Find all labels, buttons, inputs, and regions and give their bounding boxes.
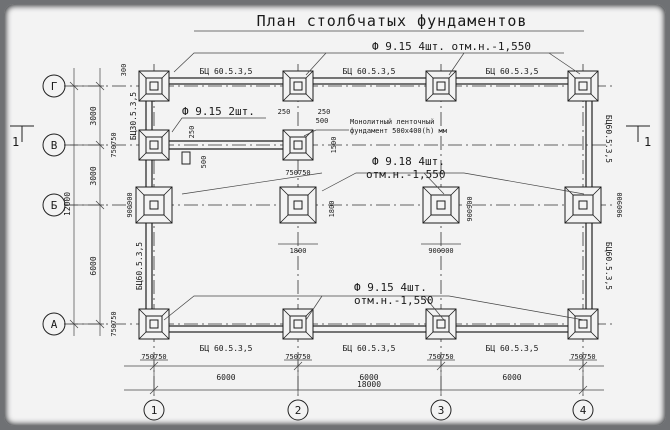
axis-label-b: Б — [51, 199, 58, 212]
callout-mid-right-2: отм.н.-1,550 — [366, 168, 445, 181]
footing-a-4 — [567, 308, 599, 340]
footing-v-1 — [138, 129, 170, 161]
footing-a-3 — [425, 308, 457, 340]
axis-label-v: В — [51, 139, 58, 152]
dimension-chain-bottom — [124, 361, 604, 395]
dim-750-4: 750750 — [570, 353, 595, 361]
section-label-right: 1 — [644, 135, 651, 149]
dim-bottom-total: 18000 — [357, 380, 381, 389]
axis-label-2: 2 — [295, 404, 302, 417]
beam-label-bottom-3: БЦ 60.5.3,5 — [486, 344, 539, 353]
axis-label-1: 1 — [151, 404, 158, 417]
dim-left-3000-1: 3000 — [89, 106, 98, 125]
dim-left-6000: 6000 — [89, 256, 98, 275]
dim-750-2: 750750 — [285, 353, 310, 361]
page-title: План столбчатых фундаментов — [257, 12, 528, 30]
beam-label-right-bottom: БЦ60.5.3,5 — [604, 242, 613, 290]
axis-bubble-4 — [572, 399, 594, 421]
footing-g-1 — [138, 70, 170, 102]
axis-bubbles-letters: Г В Б А — [42, 74, 66, 336]
dim-500-left: 500 — [200, 156, 208, 169]
callout-leaders — [163, 52, 585, 321]
callout-top: Ф 9.15 4шт. отм.н.-1,550 — [372, 40, 531, 53]
dim-bottom-6000-2: 6000 — [359, 373, 378, 382]
dim-1800-h: 1800 — [290, 247, 307, 255]
beam-label-left-bottom: БЦ60.5.3,5 — [135, 242, 144, 290]
footings — [135, 70, 602, 340]
dim-250-top-2: 250 — [318, 108, 331, 116]
axis-label-g: Г — [51, 80, 58, 93]
strip-note-2: фундамент 500х400(h) мм — [350, 127, 448, 135]
dim-250-top-1: 250 — [278, 108, 291, 116]
dim-1800-v: 1800 — [328, 201, 336, 218]
dim-750-left-a: 750750 — [110, 311, 118, 336]
footing-a-1 — [138, 308, 170, 340]
callout-mid-right-1: Ф 9.18 4шт. — [372, 155, 445, 168]
axis-label-a: А — [51, 318, 58, 331]
footing-v-2 — [282, 129, 314, 161]
strip-marker — [181, 151, 191, 165]
drawing-sheet: План столбчатых фундаментов Г — [4, 4, 666, 426]
dim-900-col3: 900900 — [466, 196, 474, 221]
dim-500-top: 500 — [316, 117, 329, 125]
axis-bubble-a — [42, 312, 66, 336]
dim-900-h: 900900 — [428, 247, 453, 255]
dim-left-top: 300 — [120, 64, 128, 77]
dim-bottom-6000-3: 6000 — [502, 373, 521, 382]
axis-bubble-2 — [287, 399, 309, 421]
axis-bubble-v — [42, 133, 66, 157]
strip-note-1: Монолитный ленточный — [350, 118, 434, 126]
axis-bubbles-numbers: 1 2 3 4 — [143, 399, 594, 421]
axis-label-4: 4 — [580, 404, 587, 417]
axis-bubble-b — [42, 193, 66, 217]
callout-bottom-2: отм.н.-1,550 — [354, 294, 433, 307]
footing-b-3 — [422, 186, 460, 224]
axis-bubble-3 — [430, 399, 452, 421]
beam-label-top-1: БЦ 60.5.3,5 — [200, 67, 253, 76]
callout-bottom-1: Ф 9.15 4шт. — [354, 281, 427, 294]
footing-a-2 — [282, 308, 314, 340]
callout-mid-left: Ф 9.15 2шт. — [182, 105, 255, 118]
dim-bottom-6000-1: 6000 — [216, 373, 235, 382]
beam-label-top-3: БЦ 60.5.3,5 — [486, 67, 539, 76]
dim-900-left: 900900 — [126, 192, 134, 217]
section-marker-right: 1 — [626, 125, 651, 149]
dim-750-1: 750750 — [141, 353, 166, 361]
footing-g-3 — [425, 70, 457, 102]
beam-label-right-top: БЦ60.5.3,5 — [604, 115, 613, 163]
beam-label-bottom-2: БЦ 60.5.3,5 — [343, 344, 396, 353]
dim-left-total: 12000 — [63, 192, 72, 216]
beam-label-left-top: БЦ30.5.3,5 — [129, 92, 138, 140]
footing-b-1 — [135, 186, 173, 224]
foundation-plan: План столбчатых фундаментов Г — [10, 12, 651, 421]
beam-label-top-2: БЦ 60.5.3,5 — [343, 67, 396, 76]
axis-bubble-1 — [143, 399, 165, 421]
section-label-left: 1 — [12, 135, 19, 149]
footing-g-2 — [282, 70, 314, 102]
dim-900-right: 900900 — [616, 192, 624, 217]
dim-750-3: 750750 — [428, 353, 453, 361]
dim-750-left-v: 750750 — [110, 132, 118, 157]
footing-b-4 — [564, 186, 602, 224]
footing-g-4 — [567, 70, 599, 102]
dim-750-mid: 750750 — [285, 169, 310, 177]
footing-b-2 — [279, 186, 317, 224]
axis-bubble-g — [42, 74, 66, 98]
axis-label-3: 3 — [438, 404, 445, 417]
section-marker-left: 1 — [10, 125, 34, 149]
dim-250-left: 250 — [188, 126, 196, 139]
dim-left-3000-2: 3000 — [89, 166, 98, 185]
dimension-chain-left — [69, 68, 105, 336]
dim-1500: 1500 — [330, 137, 338, 154]
beam-label-bottom-1: БЦ 60.5.3,5 — [200, 344, 253, 353]
